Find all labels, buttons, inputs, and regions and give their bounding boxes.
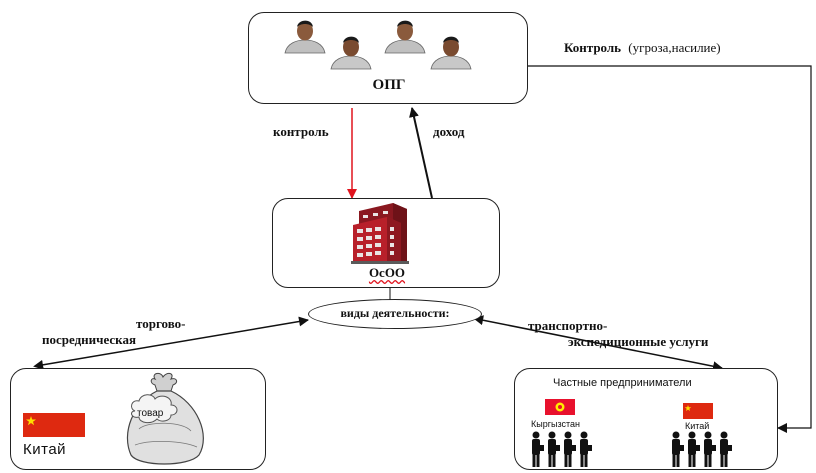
trade-label-line2: посредническая [42, 332, 137, 347]
entrepreneurs-title: Частные предприниматели [553, 377, 692, 389]
activities-label: виды деятельности: [340, 306, 450, 320]
trade-arrow [33, 316, 309, 370]
goods-label: товар [137, 408, 164, 419]
transport-arrow [473, 315, 723, 372]
transport-label-line2: экспедиционные услуги [568, 334, 709, 349]
china-flag-icon [23, 413, 85, 437]
goods-bag-icon [126, 372, 204, 465]
company-title: ОсОО [368, 265, 406, 280]
control-threat-line [528, 65, 812, 433]
china-small-label: Китай [685, 421, 710, 431]
control-threat-label-bold: Контроль [564, 40, 622, 55]
opg-box: ОПГ [248, 12, 528, 104]
china-goods-box: Китай товар [10, 368, 266, 470]
kyrgyzstan-flag-icon [545, 399, 575, 415]
building-icon [351, 203, 409, 264]
china-entrepreneurs-icon [672, 431, 732, 467]
kyrgyzstan-label: Кыргызстан [531, 419, 580, 429]
income-arrow [409, 107, 433, 199]
control-threat-label: Контроль (угроза,насилие) [564, 40, 721, 56]
activities-ellipse: виды деятельности: [308, 299, 482, 329]
control-threat-label-normal: (угроза,насилие) [628, 40, 721, 55]
kyrgyz-entrepreneurs-icon [532, 431, 592, 467]
opg-title: ОПГ [372, 77, 406, 93]
gang-members-icon [284, 20, 472, 70]
transport-label-line1: транспортно- [528, 318, 608, 333]
china-label: Китай [23, 441, 67, 458]
control-arrow-label: контроль [273, 124, 329, 139]
trade-label-line1: торгово- [136, 316, 186, 331]
company-box: ОсОО [272, 198, 500, 288]
entrepreneurs-box: Частные предприниматели Кыргызстан Китай [514, 368, 778, 470]
china-flag-small-icon [683, 403, 713, 419]
income-arrow-label: доход [433, 124, 465, 139]
